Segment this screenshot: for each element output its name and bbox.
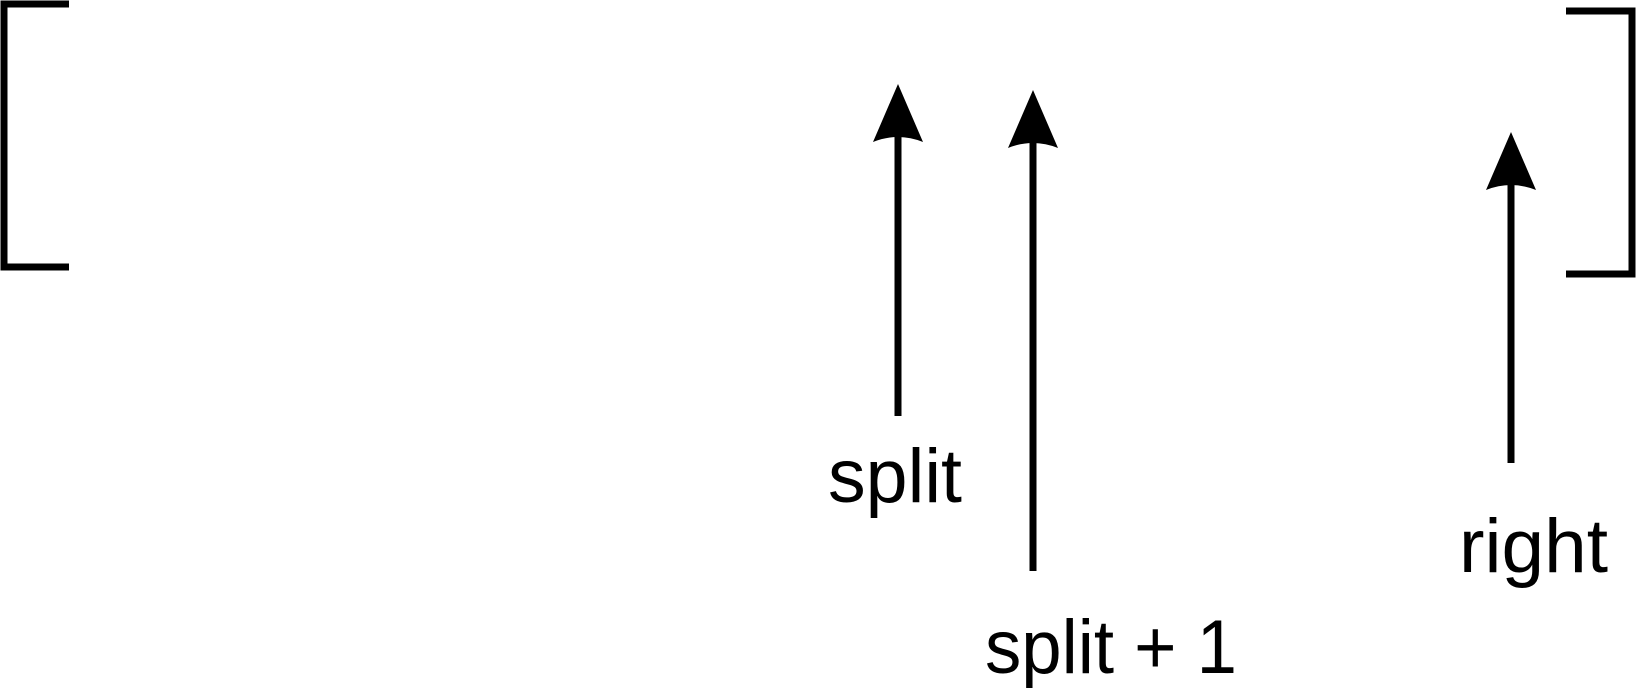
split-arrow — [873, 84, 923, 416]
right-bracket — [1566, 7, 1636, 278]
right-arrow — [1486, 132, 1536, 463]
split-plus-one-label: split + 1 — [985, 605, 1237, 688]
split-plus-one-arrow — [1008, 90, 1058, 571]
right-label: right — [1459, 504, 1608, 589]
left-bracket — [0, 0, 69, 271]
split-label: split — [828, 434, 962, 519]
